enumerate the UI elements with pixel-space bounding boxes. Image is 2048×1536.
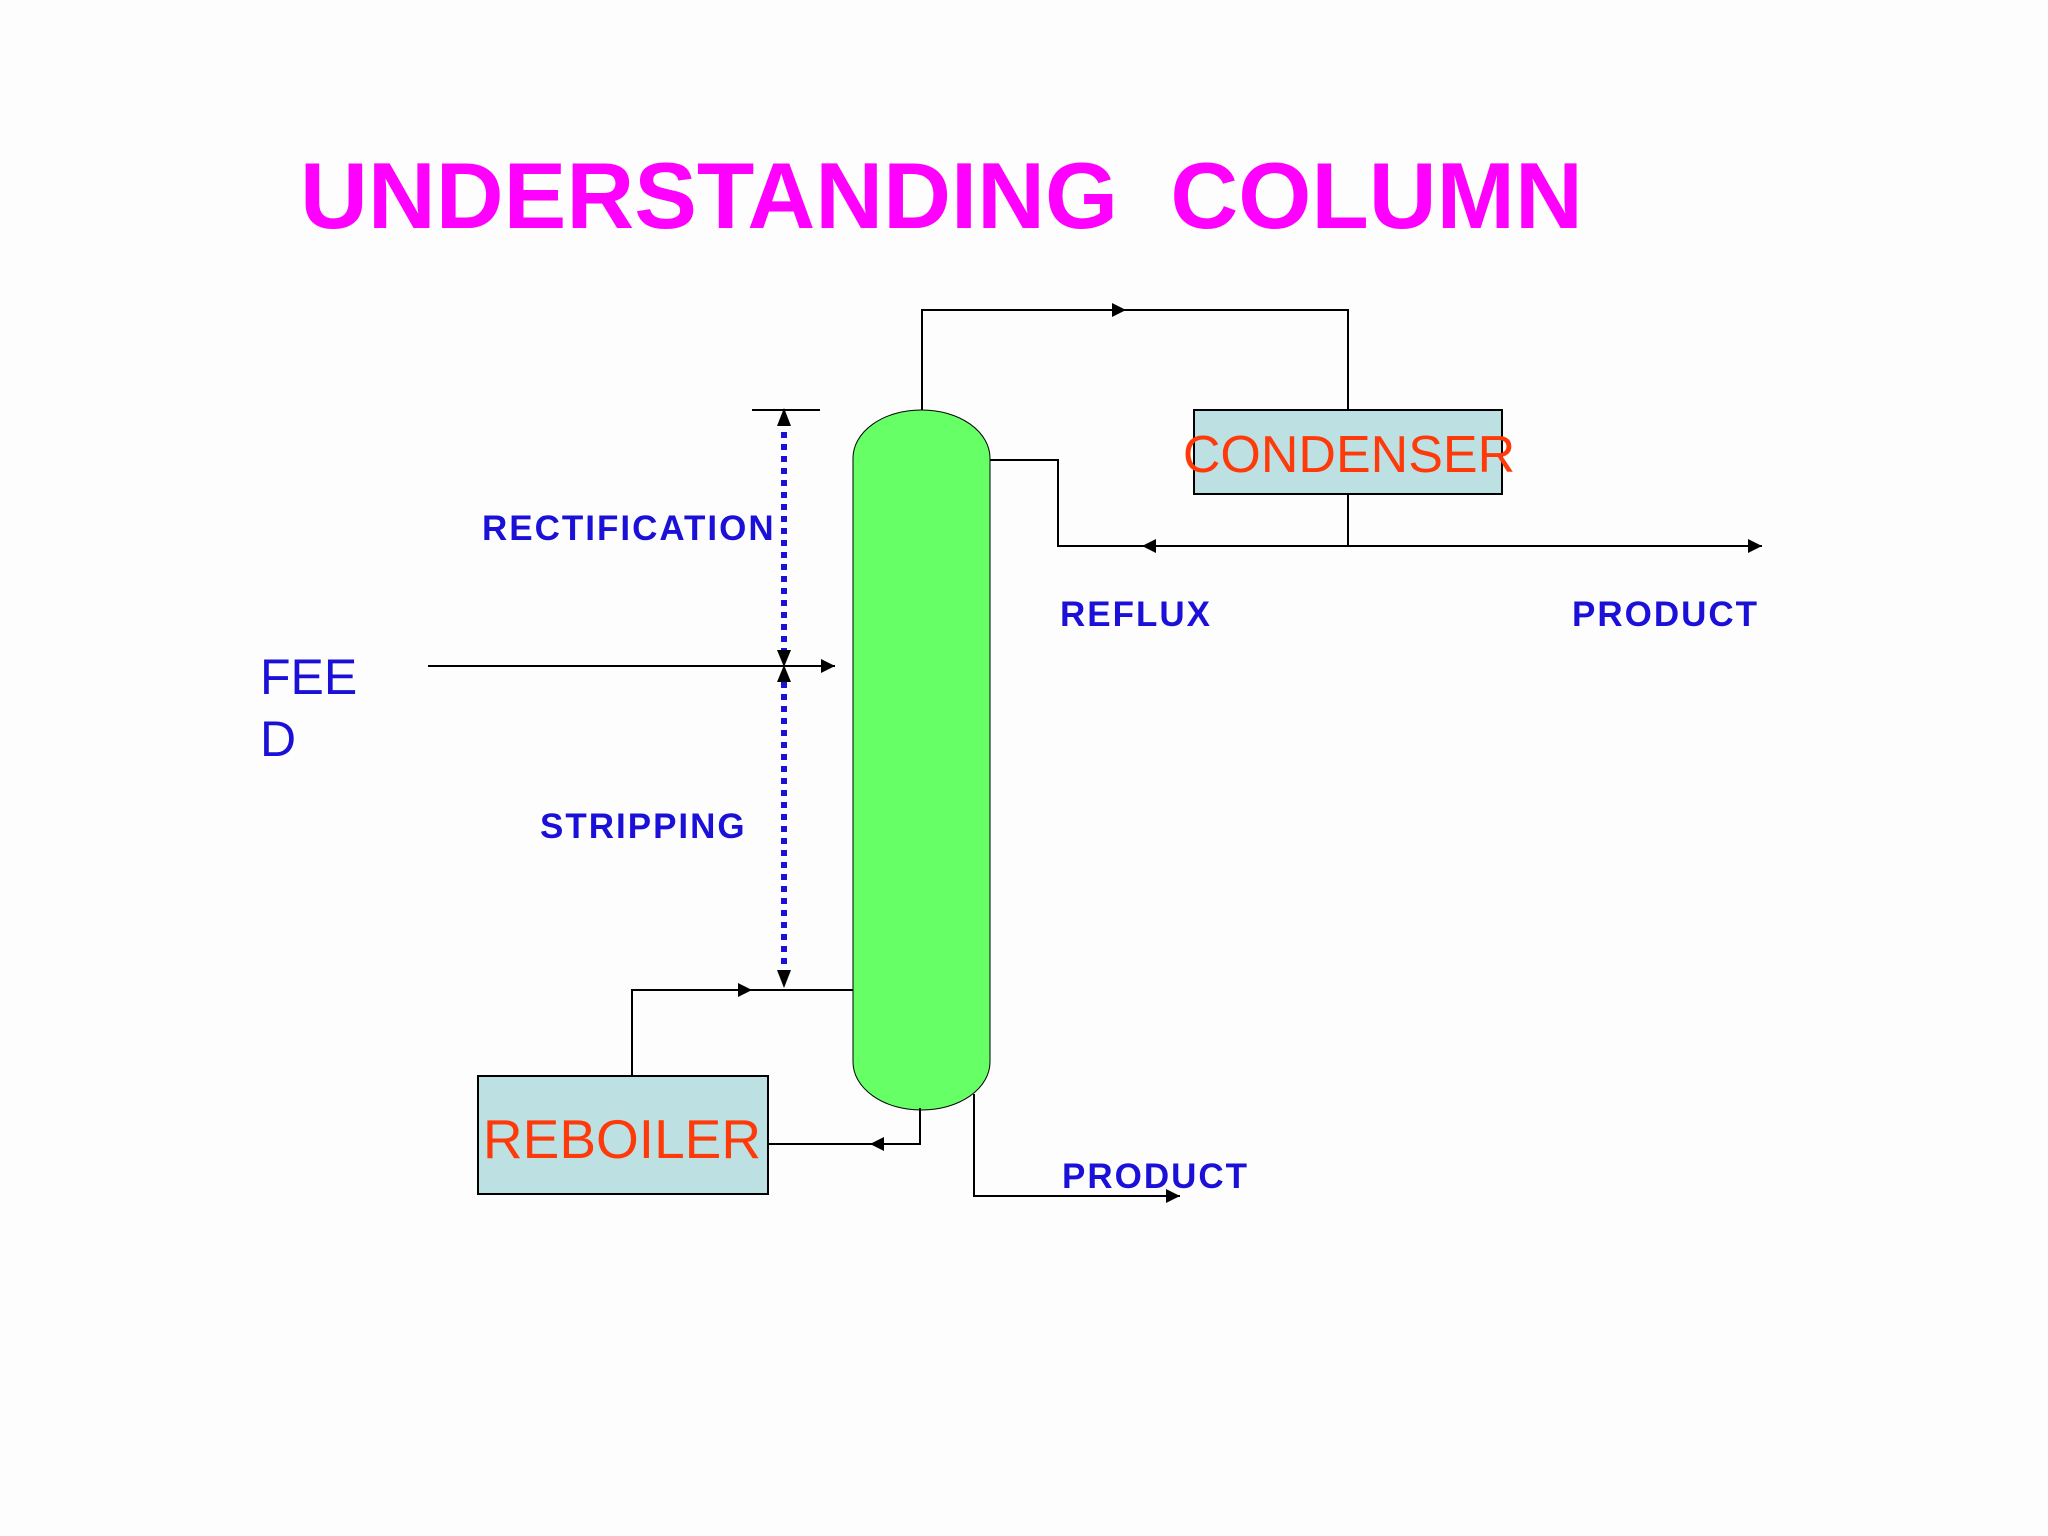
stripping-label: STRIPPING <box>540 807 747 846</box>
reflux-label: REFLUX <box>1060 595 1212 634</box>
overhead-vapor-line <box>921 309 1349 412</box>
reboiler-vapor-line <box>631 989 853 1076</box>
condenser-label: CONDENSER <box>1183 426 1515 484</box>
bottoms-to-reboiler-line <box>768 1108 921 1145</box>
reboiler-box <box>477 1075 769 1195</box>
reflux-return-line <box>990 459 1142 547</box>
rectification-label: RECTIFICATION <box>482 509 776 548</box>
top-product-label: PRODUCT <box>1572 595 1759 634</box>
bottom-product-line <box>973 1094 1180 1203</box>
distillation-column <box>852 409 991 1111</box>
rectification-arrow-down <box>777 650 791 667</box>
feed-label-line1: FEE <box>260 649 357 705</box>
stripping-arrow-down <box>777 970 791 988</box>
stripping-arrow-up <box>777 665 791 682</box>
bottom-product-label: PRODUCT <box>1062 1157 1249 1196</box>
feed-label-line2: D <box>260 711 296 767</box>
rectification-arrow-up <box>777 408 791 426</box>
reboiler-label: REBOILER <box>483 1108 761 1170</box>
page-title: UNDERSTANDING COLUMN <box>300 143 1583 248</box>
